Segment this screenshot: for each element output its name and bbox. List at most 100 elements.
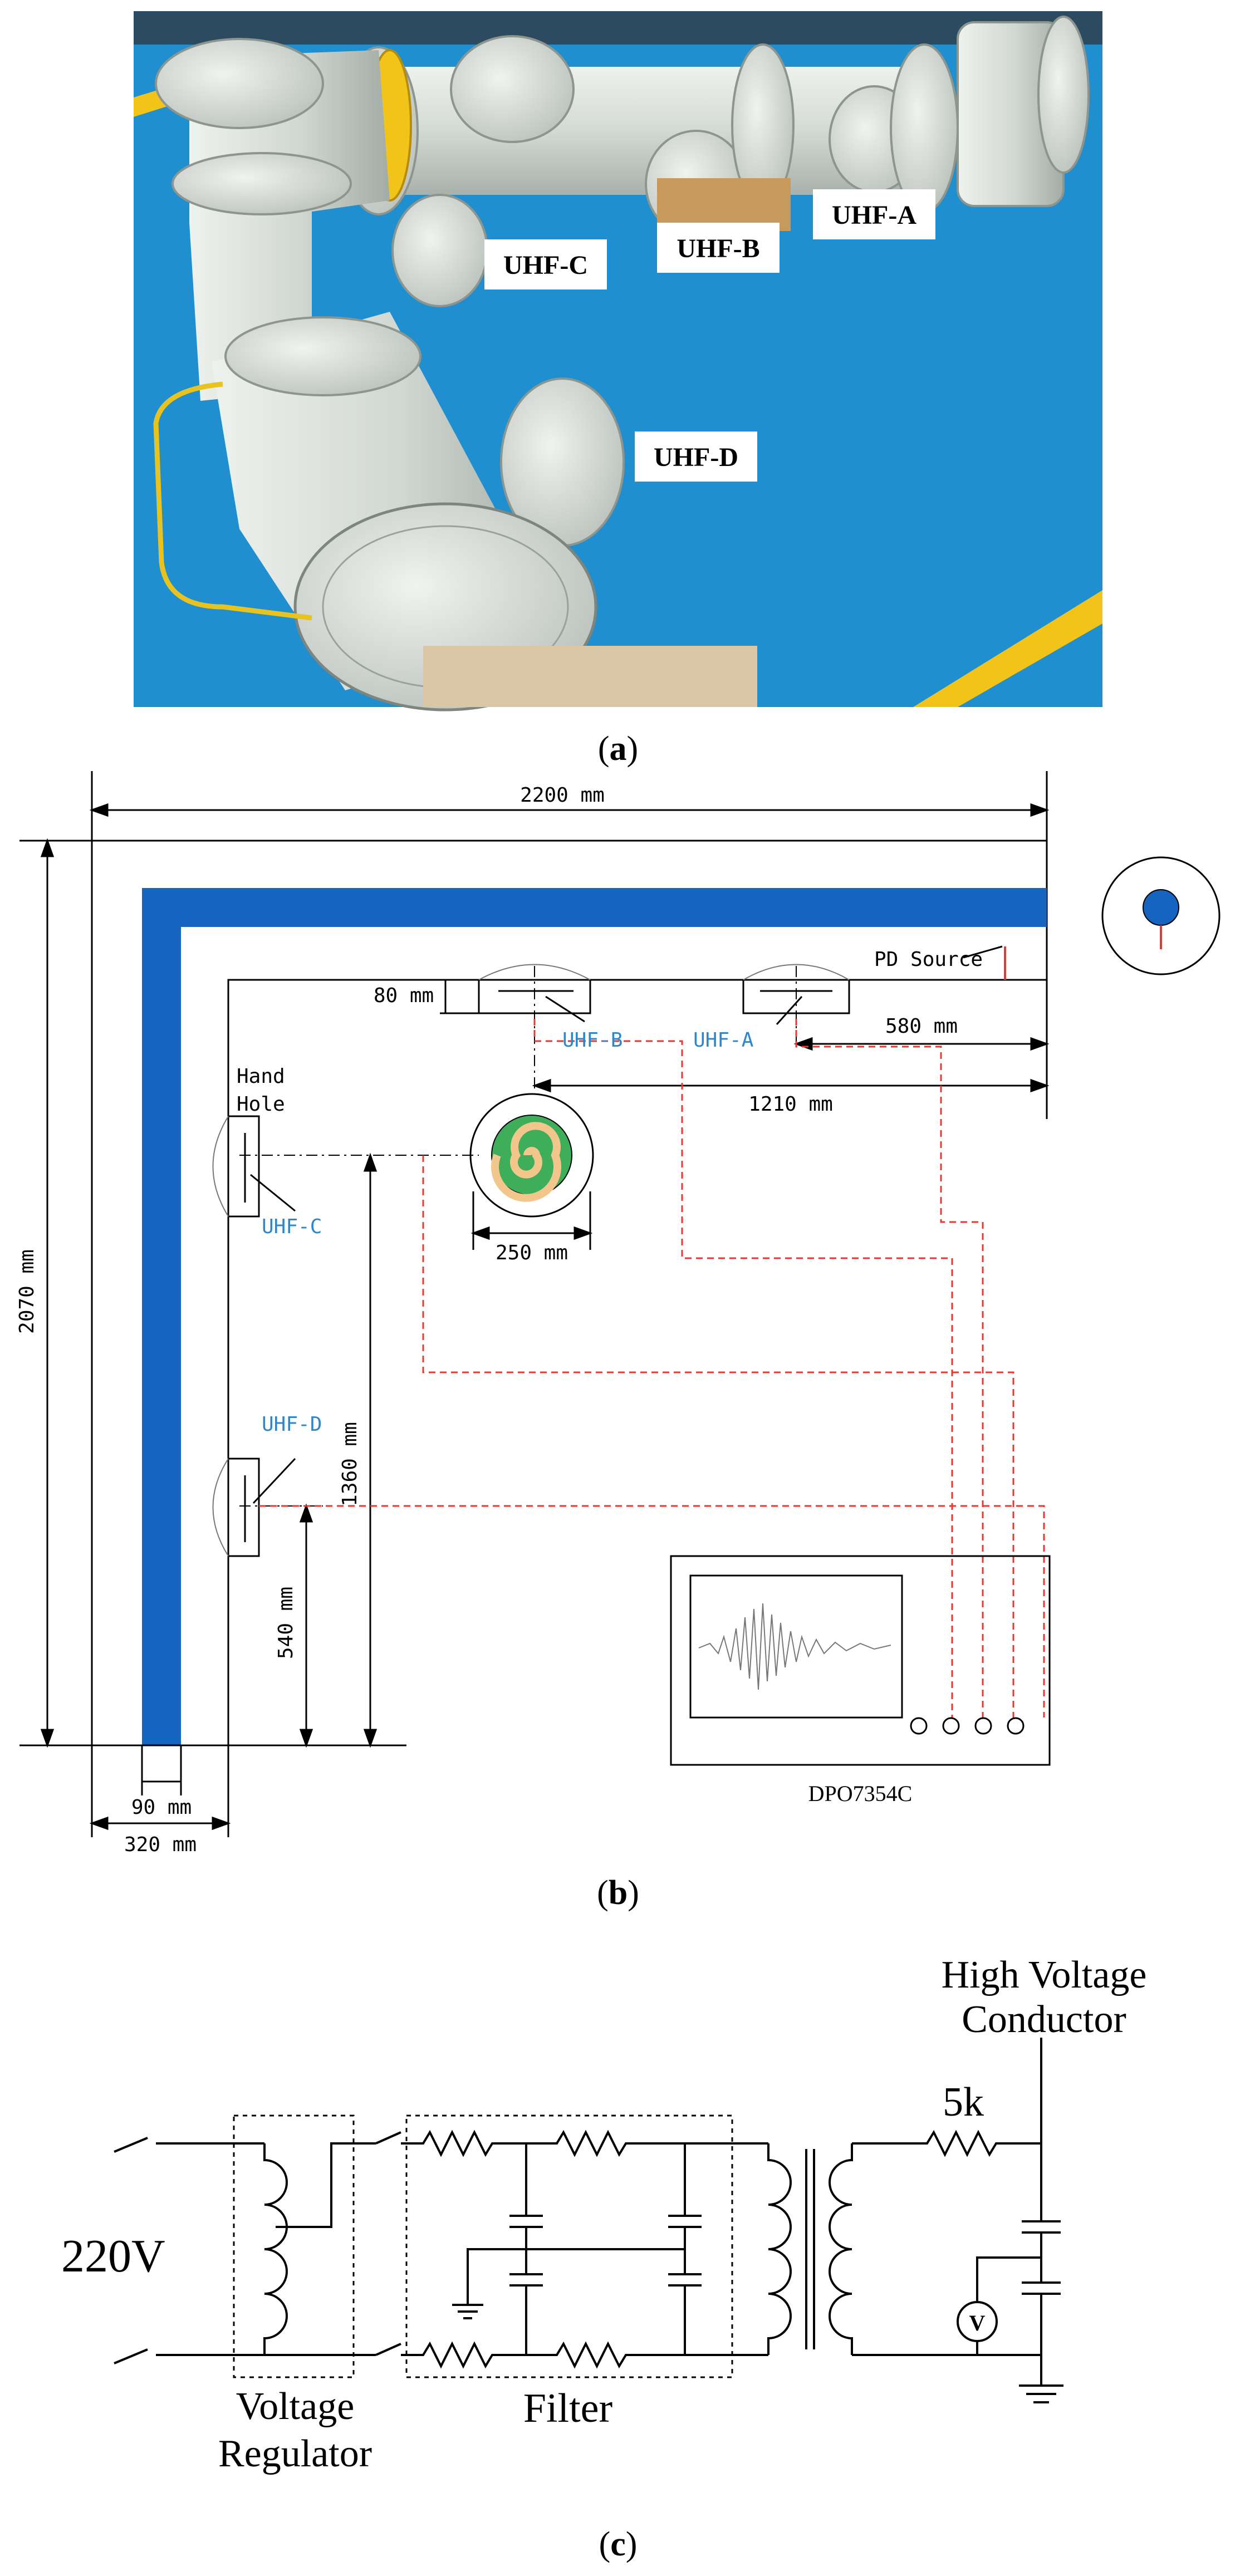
- flange-uhf-c: [391, 194, 488, 307]
- pd-source-label: PD Source: [874, 948, 983, 971]
- panel-a-photo: UHF-A UHF-B UHF-C UHF-D: [134, 11, 1102, 712]
- scope-waveform: [698, 1603, 891, 1690]
- source-label: 220V: [61, 2230, 165, 2282]
- uhf-b-tag: [657, 223, 780, 273]
- antenna-ring: [469, 1093, 594, 1218]
- panel-c-circuit: [114, 2038, 1063, 2403]
- filter-box: [405, 2114, 733, 2378]
- wood-block-1: [657, 178, 791, 231]
- dim-2200: 2200 mm: [520, 784, 605, 807]
- panel-b-labels: 2200 mm 2070 mm 80 mm 580 mm 1210 mm 250…: [16, 784, 983, 1856]
- arrows-1360: [363, 1152, 378, 1748]
- photo-wall: [134, 11, 1102, 45]
- switch-reg-bot: [375, 2343, 401, 2356]
- meter-lead-top: [976, 2256, 1041, 2302]
- regulator-label-1: Voltage: [236, 2385, 355, 2428]
- dim-250: 250 mm: [496, 1242, 568, 1264]
- dim-1210: 1210 mm: [748, 1093, 833, 1116]
- dim-90: 90 mm: [131, 1796, 192, 1819]
- regulator-label-2: Regulator: [218, 2432, 372, 2475]
- sensor-b-arc: [478, 964, 591, 980]
- uhf-c-text: UHF-C: [262, 1215, 322, 1238]
- floor-stripe: [913, 590, 1102, 707]
- sensor-c-box: [228, 1115, 260, 1218]
- hv-top-rail: [852, 2130, 1041, 2157]
- pd-source-pointer: [963, 945, 1003, 959]
- panel-c-labels: 220V Voltage Regulator Filter High Volta…: [61, 1954, 1146, 2475]
- regulator-tap: [276, 2142, 376, 2228]
- enclosure-inner: [227, 979, 1047, 1745]
- hv-label-1: High Voltage: [942, 1954, 1147, 1996]
- regulator-box: [233, 2114, 355, 2378]
- meter-label: V: [969, 2310, 986, 2335]
- uhf-a-label: UHF-A: [832, 200, 916, 230]
- dim-320: 320 mm: [124, 1833, 197, 1856]
- scope-ch4: [1007, 1717, 1025, 1735]
- uhf-c-tag: [484, 239, 607, 290]
- hand-hole-label-2: Hole: [237, 1093, 285, 1116]
- arrows-320: [89, 1816, 231, 1831]
- dim-2070: 2070 mm: [16, 1249, 38, 1334]
- filter-label: Filter: [523, 2386, 612, 2431]
- hand-hole-label-1: Hand: [237, 1065, 285, 1088]
- arrows-540: [299, 1503, 313, 1748]
- flange-lower-mid: [224, 316, 421, 396]
- filter-ground-line: [467, 2248, 685, 2305]
- switch-reg-top: [375, 2131, 401, 2145]
- yellow-cable: [153, 381, 312, 621]
- dim-80: 80 mm: [374, 984, 434, 1007]
- scope-label: DPO7354C: [808, 1781, 913, 1806]
- scope-ch1: [910, 1717, 928, 1735]
- section-circle: [1101, 856, 1221, 975]
- flange-right: [890, 43, 959, 213]
- pointer-a: [776, 995, 803, 1026]
- dim-540: 540 mm: [275, 1587, 297, 1659]
- filter-bot-rail: [401, 2341, 768, 2369]
- sensor-d-arc: [212, 1458, 229, 1557]
- sensor-c-arc: [212, 1116, 229, 1217]
- pointer-b: [545, 995, 585, 1023]
- uhf-b-label: UHF-B: [677, 234, 759, 263]
- uhf-d-label: UHF-D: [654, 443, 738, 472]
- scope-ch3: [974, 1717, 992, 1735]
- pipe-elbow: [189, 50, 390, 401]
- section-core: [1143, 889, 1179, 926]
- scope-ch2: [942, 1717, 960, 1735]
- uhf-d-text: UHF-D: [262, 1413, 322, 1436]
- valve-flange: [1037, 16, 1090, 174]
- flange-elbow-mid: [171, 152, 352, 215]
- resistor-label: 5k: [943, 2079, 984, 2125]
- switch-top-in: [114, 2137, 148, 2153]
- filter-top-rail: [401, 2130, 768, 2157]
- uhf-b-text: UHF-B: [562, 1029, 622, 1052]
- wood-block-2: [423, 646, 757, 707]
- arrows-2200: [89, 803, 1050, 817]
- hv-label-2: Conductor: [962, 1998, 1126, 2041]
- regulator-coil: [263, 2143, 288, 2355]
- dim-580: 580 mm: [885, 1015, 958, 1038]
- arrows-1210: [532, 1078, 1050, 1093]
- arrows-2070: [40, 838, 55, 1748]
- flange-elbow-top: [155, 38, 324, 129]
- oscilloscope: [670, 1555, 1051, 1766]
- transformer-primary: [767, 2143, 792, 2355]
- transformer-secondary: [829, 2143, 853, 2355]
- caption-a: (a): [598, 730, 638, 768]
- sensor-d-box: [228, 1458, 260, 1557]
- uhf-a-text: UHF-A: [693, 1029, 754, 1052]
- switch-bot-in: [114, 2348, 148, 2364]
- dim-1360: 1360 mm: [339, 1422, 361, 1507]
- caption-c: (c): [599, 2525, 638, 2563]
- arrows-250: [470, 1226, 593, 1240]
- panel-b-drawing: [19, 771, 1221, 1837]
- sensor-a-arc: [743, 964, 850, 980]
- pointer-d: [252, 1458, 296, 1504]
- pointer-c: [250, 1174, 296, 1212]
- signal-cables: [259, 1019, 1045, 1718]
- uhf-d-tag: [635, 431, 757, 482]
- scope-screen: [689, 1574, 903, 1719]
- enclosure-outer: [91, 840, 1048, 1745]
- antenna-spiral: [491, 1122, 561, 1202]
- uhf-a-tag: [813, 189, 935, 239]
